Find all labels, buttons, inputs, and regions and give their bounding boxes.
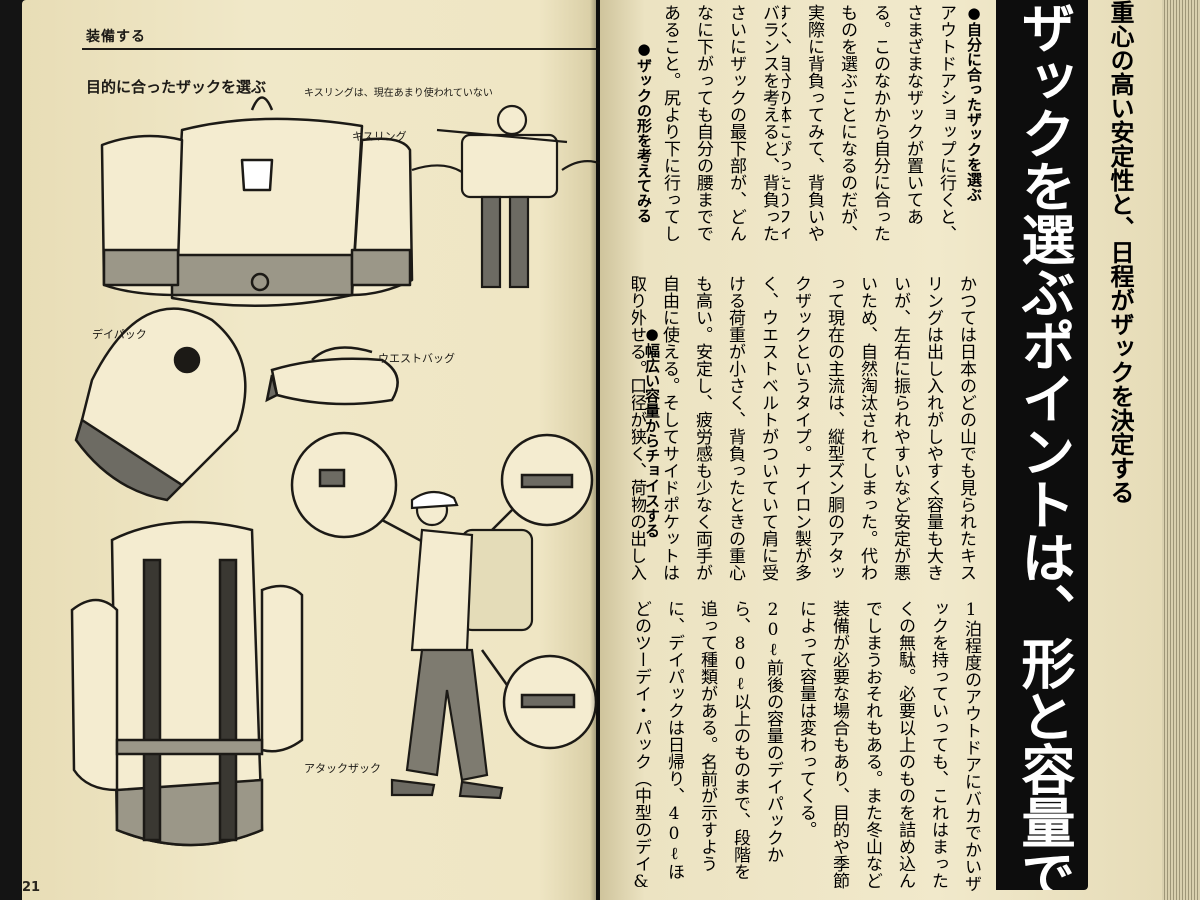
caption-waistbag: ウエストバッグ bbox=[378, 352, 455, 365]
text-kisling: かつては日本のどの山でも見られたキスリングは出し入れがしやすく容量も大きいが、左… bbox=[632, 275, 976, 581]
heading-shape: ●ザックの形を考えてみる bbox=[635, 40, 653, 223]
subtitle: 重心の高い安定性と、日程がザックを決定する bbox=[1106, 0, 1134, 504]
caption-attack-zack: アタックザック bbox=[304, 762, 381, 775]
caption-daypack: デイパック bbox=[92, 328, 147, 341]
walking-hiker-illustration bbox=[390, 490, 534, 800]
text-shape: バランスを考えると、背負ったさいにザックの最下部が、どんなに下がっても自分の腰ま… bbox=[660, 4, 779, 242]
daypack-illustration bbox=[74, 307, 247, 502]
main-title: ザックを選ぶポイントは、形と容量である bbox=[1012, 0, 1075, 890]
page-number: 21 bbox=[22, 880, 41, 895]
figure-title: 目的に合ったザックを選ぶ bbox=[86, 78, 267, 96]
text-capacity: 1泊程度のアウトドアにバカでかいザックを持っていっても、これはまったくの無駄。必… bbox=[632, 600, 981, 892]
waistbag-illustration bbox=[265, 346, 399, 406]
title-band bbox=[996, 0, 1088, 890]
page-edge bbox=[1162, 0, 1200, 900]
heading-choose-zack: ●自分に合ったザックを選ぶ bbox=[965, 4, 983, 202]
figure-note: キスリングは、現在あまり使われていない bbox=[304, 88, 493, 99]
kisling-illustration bbox=[100, 96, 414, 308]
backpack-illustrations bbox=[70, 96, 602, 847]
caption-kisling: キスリング bbox=[352, 130, 407, 143]
section-label: 装備する bbox=[86, 29, 146, 45]
kisling-hiker-illustration bbox=[411, 104, 602, 289]
attack-zack-illustration bbox=[70, 520, 304, 847]
strap-detail-circles bbox=[290, 431, 598, 750]
text-choose-zack: アウトドアショップに行くと、さまざまなザックが置いてある。このなかから自分に合っ… bbox=[782, 4, 956, 242]
left-page: 装備する 目的に合ったザックを選ぶ キスリングは、現在あまり使われていない bbox=[22, 0, 602, 900]
section-rule bbox=[82, 48, 602, 50]
heading-capacity: ●幅広い容量からチョイスする bbox=[643, 325, 661, 538]
